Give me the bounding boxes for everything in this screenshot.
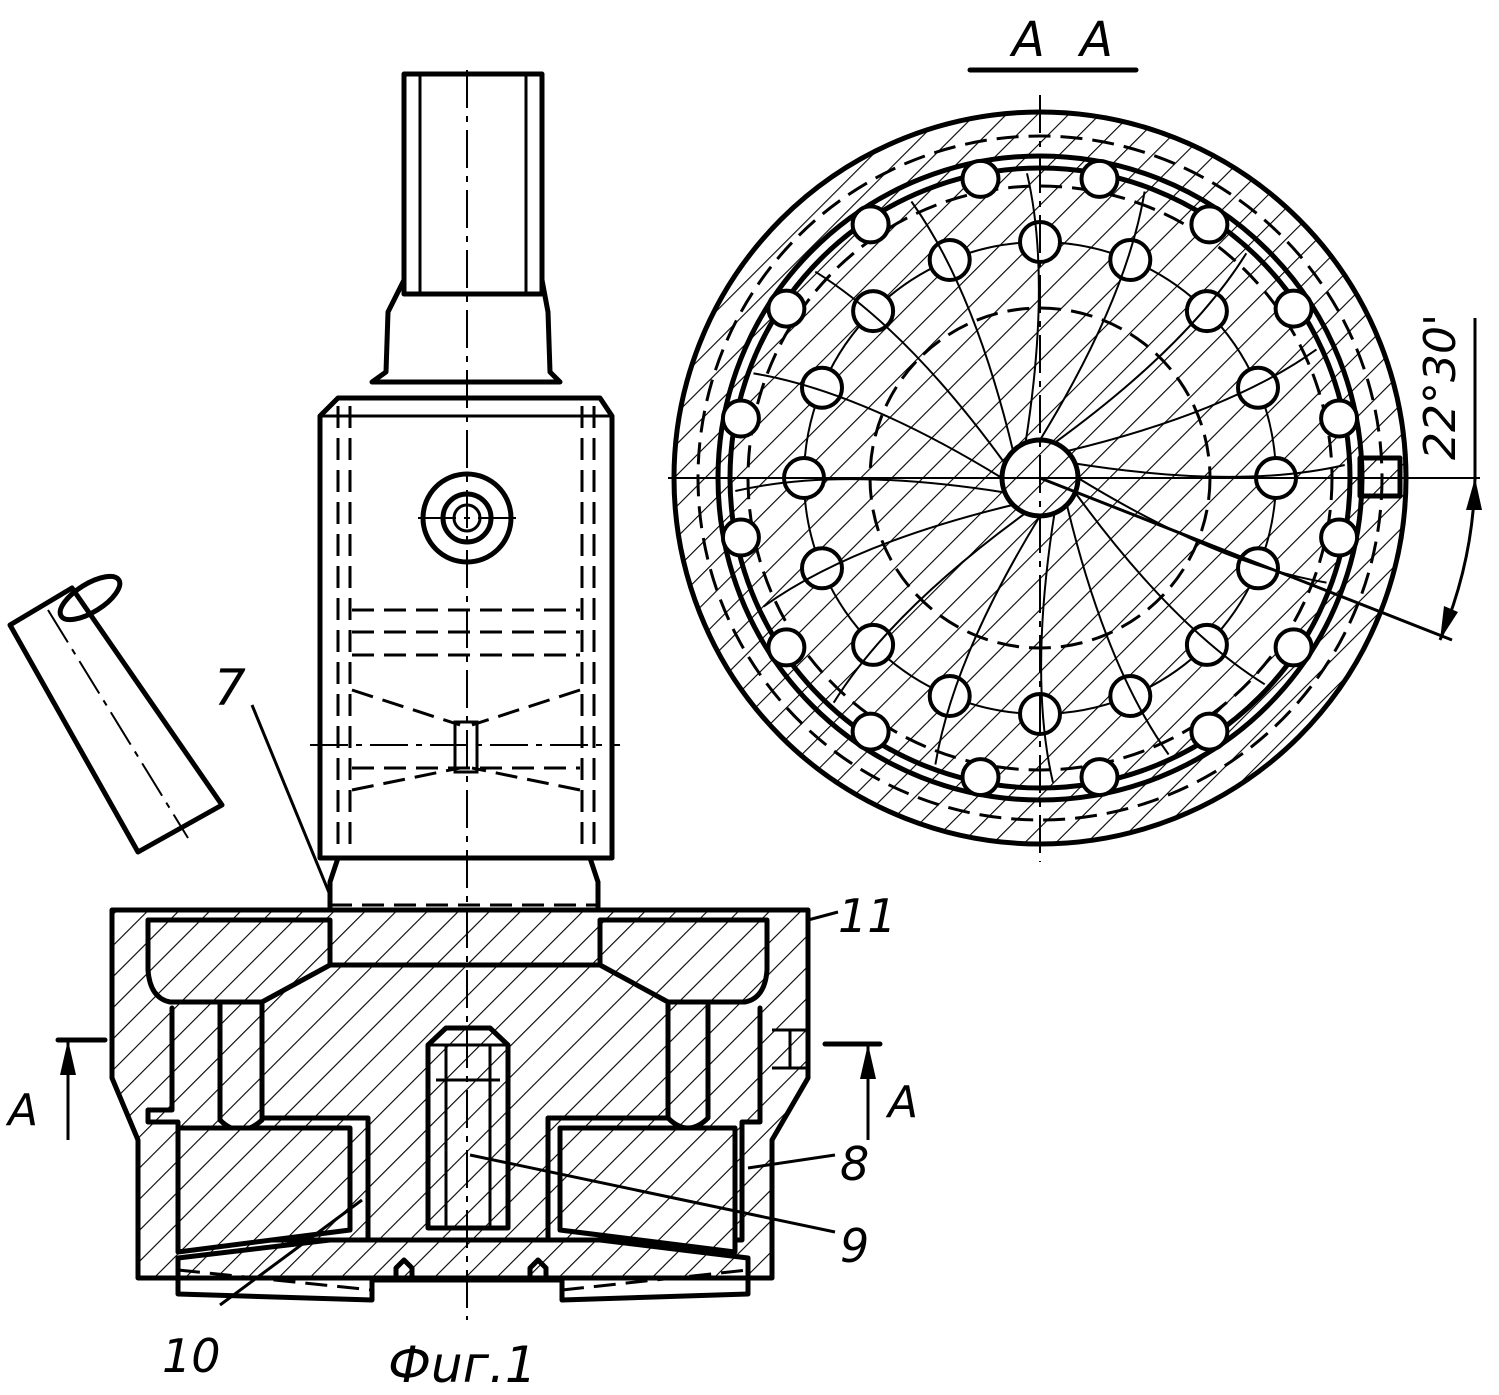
part-label-8: 8 xyxy=(840,1137,869,1191)
inner-hole xyxy=(853,625,893,665)
figure-caption: Фuг.1 xyxy=(388,1336,537,1394)
inner-hole xyxy=(1110,676,1150,716)
part-label-9: 9 xyxy=(840,1219,869,1273)
inner-hole xyxy=(802,548,842,588)
inner-hole xyxy=(930,676,970,716)
rim-hole xyxy=(1321,401,1357,437)
tool-holder-body xyxy=(310,398,620,858)
cut-label-left: А xyxy=(5,1085,38,1136)
section-title: А А xyxy=(1009,12,1123,68)
part-label-10: 10 xyxy=(162,1329,221,1383)
rim-hole xyxy=(768,291,804,327)
rim-hole xyxy=(1191,206,1227,242)
section-view xyxy=(668,70,1482,862)
angle-label: 22°30' xyxy=(1415,314,1466,460)
rim-hole xyxy=(723,401,759,437)
part-label-7: 7 xyxy=(214,659,246,717)
rim-hole xyxy=(1082,759,1118,795)
rim-hole xyxy=(1082,161,1118,197)
head-housing xyxy=(112,910,808,1300)
rim-hole xyxy=(768,629,804,665)
inner-hole xyxy=(1110,240,1150,280)
inner-hole xyxy=(1238,368,1278,408)
rim-hole xyxy=(1276,291,1312,327)
rim-hole xyxy=(1191,714,1227,750)
rim-hole xyxy=(853,714,889,750)
inner-hole xyxy=(1187,625,1227,665)
inner-hole xyxy=(853,291,893,331)
rim-hole xyxy=(1276,629,1312,665)
rim-hole xyxy=(723,520,759,556)
rim-hole xyxy=(1321,520,1357,556)
tool-bit xyxy=(10,568,222,852)
inner-hole xyxy=(1187,291,1227,331)
inner-hole xyxy=(802,368,842,408)
rim-hole xyxy=(963,759,999,795)
part-label-11: 11 xyxy=(838,889,897,943)
cut-label-right: А xyxy=(885,1077,918,1128)
rim-hole xyxy=(963,161,999,197)
rim-hole xyxy=(853,206,889,242)
inner-hole xyxy=(930,240,970,280)
